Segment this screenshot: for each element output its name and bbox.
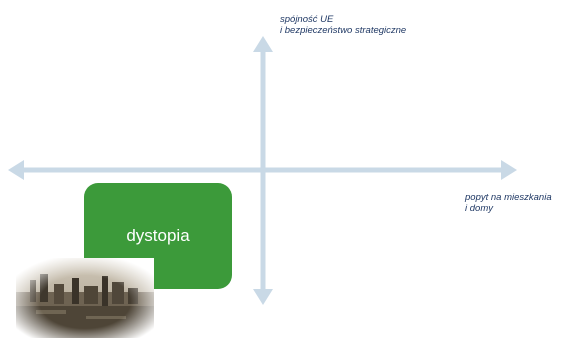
y-axis-label: spójność UE i bezpieczeństwo strategiczn… — [280, 14, 406, 36]
y-axis-label-line-1: spójność UE — [280, 14, 334, 25]
left-arrow-icon — [8, 160, 24, 180]
up-arrow-icon — [253, 36, 273, 52]
dystopia-label: dystopia — [126, 226, 190, 245]
city-skyline-image — [16, 258, 154, 338]
x-axis-label-line-2: i domy — [465, 203, 493, 214]
down-arrow-icon — [253, 289, 273, 305]
x-axis-label: popyt na mieszkania i domy — [465, 192, 552, 214]
right-arrow-icon — [501, 160, 517, 180]
vertical-axis — [253, 36, 273, 305]
y-axis-label-line-2: i bezpieczeństwo strategiczne — [280, 25, 407, 36]
x-axis-label-line-1: popyt na mieszkania — [465, 192, 552, 203]
